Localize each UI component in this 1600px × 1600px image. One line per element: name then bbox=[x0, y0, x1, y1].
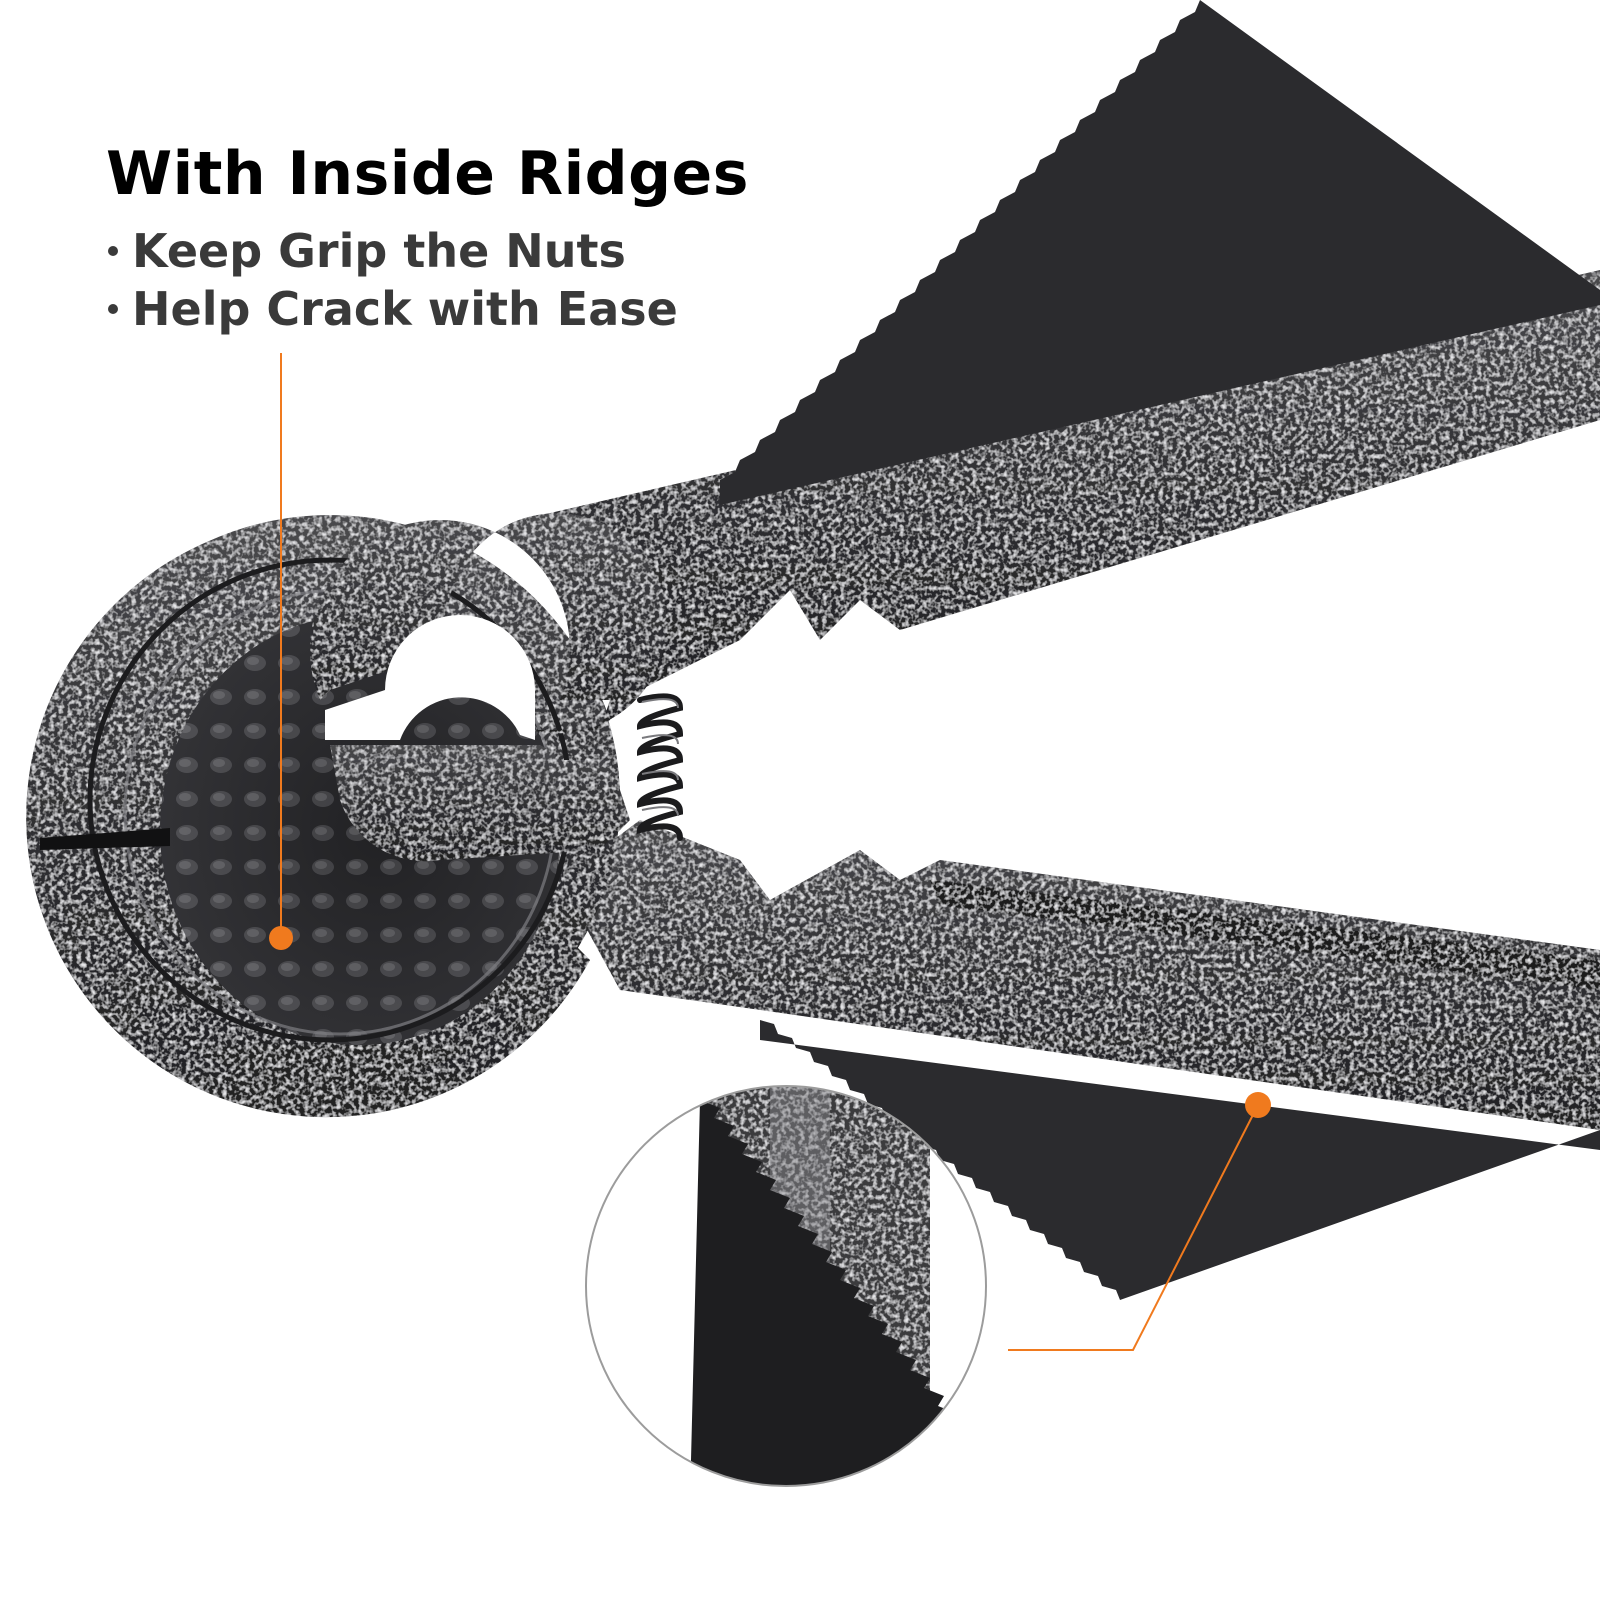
headline: With Inside Ridges bbox=[106, 139, 749, 209]
upper-handle bbox=[520, 270, 1600, 700]
feature-list: Keep Grip the Nuts Help Crack with Ease bbox=[108, 222, 678, 338]
feature-text: Help Crack with Ease bbox=[132, 282, 678, 336]
lower-handle bbox=[560, 820, 1600, 1130]
nut-cavity bbox=[325, 615, 535, 740]
zoom-detail bbox=[585, 1085, 987, 1487]
lower-handle-serration bbox=[760, 1020, 1600, 1300]
spring bbox=[636, 693, 684, 841]
feature-text: Keep Grip the Nuts bbox=[132, 224, 626, 278]
upper-handle-serration bbox=[720, 0, 1600, 505]
callout-inside-ridges bbox=[269, 353, 293, 950]
bullet-icon bbox=[108, 246, 118, 256]
cracker-ring-head bbox=[26, 513, 667, 1118]
callout-handle-serration bbox=[1008, 1092, 1271, 1351]
orange-dot-marker bbox=[1245, 1092, 1271, 1118]
orange-dot-marker bbox=[269, 926, 293, 950]
bullet-icon bbox=[108, 304, 118, 314]
feature-item: Keep Grip the Nuts bbox=[108, 222, 678, 280]
spring-highlight bbox=[641, 698, 679, 817]
feature-item: Help Crack with Ease bbox=[108, 280, 678, 338]
